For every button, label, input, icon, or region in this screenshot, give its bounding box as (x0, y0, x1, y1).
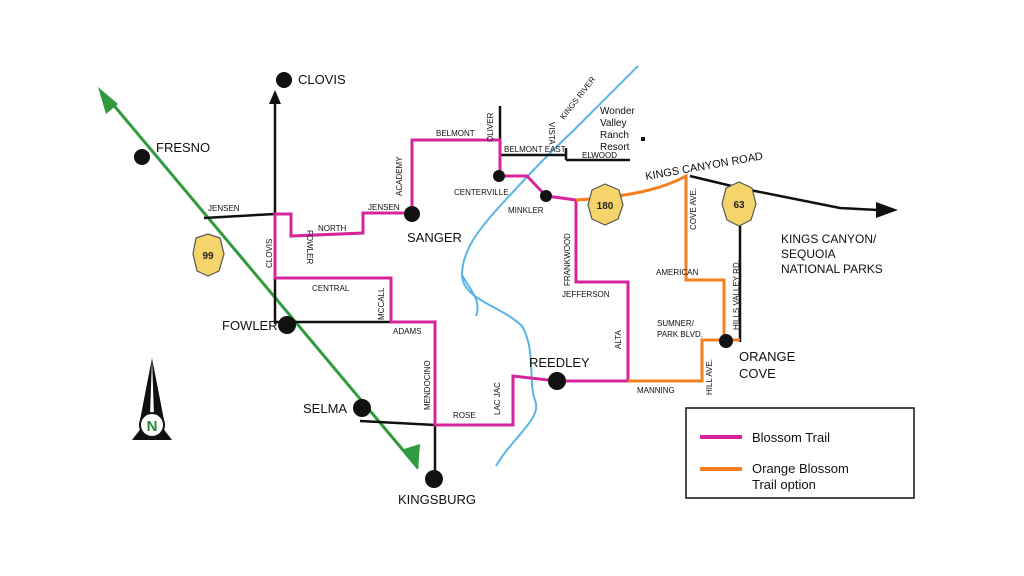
centerville-dot (493, 170, 505, 182)
shield-99-number: 99 (202, 251, 214, 262)
road-label-belmont-east: BELMONT EAST (504, 145, 566, 154)
road-label-kings-river: KINGS RIVER (558, 75, 597, 121)
city-label-fresno: FRESNO (156, 140, 210, 155)
legend-orange-label-1: Orange Blossom (752, 461, 849, 476)
city-dots (134, 72, 733, 488)
legend-blossom-label: Blossom Trail (752, 430, 830, 445)
road-label-fowler: FOWLER (305, 230, 314, 264)
road-label-academy: ACADEMY (395, 156, 404, 196)
road-label-vista: VISTA (547, 122, 556, 145)
city-label-reedley: REEDLEY (529, 355, 590, 370)
road-label-american: AMERICAN (656, 268, 698, 277)
road-label-belmont: BELMONT (436, 129, 475, 138)
city-label-selma: SELMA (303, 401, 347, 416)
fresno-dot (134, 149, 150, 165)
parks-label-line-1: KINGS CANYON/ (781, 232, 877, 246)
sanger-dot (404, 206, 420, 222)
city-label-fowler: FOWLER (222, 318, 278, 333)
city-label-sanger: SANGER (407, 230, 462, 245)
kings-river-branch (461, 274, 479, 317)
road-label-mccall: MCCALL (377, 287, 386, 320)
parks-label-line-2: SEQUOIA (781, 247, 836, 261)
road-label-oliver: OLIVER (486, 112, 495, 142)
wonder-valley-line-4: Resort (600, 142, 630, 153)
road-label-minkler: MINKLER (508, 206, 544, 215)
road-label-adams: ADAMS (393, 327, 421, 336)
legend-orange-label-2: Trail option (752, 477, 816, 492)
shield-63-number: 63 (733, 200, 745, 211)
clovis-dot (276, 72, 292, 88)
wonder-valley-line-3: Ranch (600, 130, 629, 141)
road-label-north: NORTH (318, 224, 347, 233)
wonder-valley-line-2: Valley (600, 118, 627, 129)
road-label-elwood: ELWOOD (582, 151, 617, 160)
city-label-orange-cove-2: COVE (739, 366, 776, 381)
legend: Blossom Trail Orange Blossom Trail optio… (685, 407, 915, 499)
shield-180: 180 (587, 183, 624, 226)
road-label-jensen-east: JENSEN (368, 203, 400, 212)
north-arrow-circle (139, 412, 165, 438)
road-label-frankwood: FRANKWOOD (563, 233, 572, 286)
wonder-valley-marker (641, 137, 645, 141)
road-label-cove-ave: COVE AVE. (689, 188, 698, 230)
road-label-clovis: CLOVIS (265, 239, 274, 268)
road-label-jefferson: JEFFERSON (562, 290, 610, 299)
road-label-hills-valley: HILLS VALLEY RD. (732, 260, 741, 330)
city-label-kingsburg: KINGSBURG (398, 492, 476, 507)
shield-99: 99 (192, 233, 225, 277)
north-arrow-left-half (140, 358, 152, 420)
road-label-lac-jac: LAC JAC (493, 382, 502, 415)
legend-box (685, 407, 915, 499)
kings-canyon-arrowhead (876, 202, 898, 218)
city-label-orange-cove-1: ORANGE (739, 349, 796, 364)
road-label-rose: ROSE (453, 411, 476, 420)
north-arrow: N (132, 358, 172, 440)
road-label-alta: ALTA (614, 330, 623, 349)
reedley-dot (548, 372, 566, 390)
road-label-kings-canyon-road: KINGS CANYON ROAD (644, 150, 764, 183)
city-label-clovis: CLOVIS (298, 72, 346, 87)
wonder-valley-line-1: Wonder (600, 106, 636, 117)
road-label-hill-ave: HILL AVE. (705, 359, 714, 395)
selma-dot (353, 399, 371, 417)
shield-180-number: 180 (597, 201, 614, 212)
road-label-centerville: CENTERVILLE (454, 188, 509, 197)
road-label-sumner-1: SUMNER/ (657, 319, 695, 328)
blossom-trail-route (273, 138, 630, 427)
clovis-arrowhead (269, 90, 281, 104)
minkler-dot (540, 190, 552, 202)
shield-63: 63 (721, 181, 757, 227)
parks-label-line-3: NATIONAL PARKS (781, 262, 883, 276)
kingsburg-dot (425, 470, 443, 488)
highway-99-south-arrowhead (404, 444, 420, 470)
road-label-central: CENTRAL (312, 284, 350, 293)
orange-cove-dot (719, 334, 733, 348)
north-arrow-letter: N (147, 418, 158, 435)
road-label-manning: MANNING (637, 386, 675, 395)
kings-river (460, 65, 639, 467)
fowler-dot (278, 316, 296, 334)
road-label-jensen-west: JENSEN (208, 204, 240, 213)
road-label-sumner-2: PARK BLVD. (657, 330, 703, 339)
north-arrow-right-half (152, 358, 164, 420)
highway-99-north-arrowhead (98, 87, 118, 114)
road-label-mendocino: MENDOCINO (423, 360, 432, 410)
